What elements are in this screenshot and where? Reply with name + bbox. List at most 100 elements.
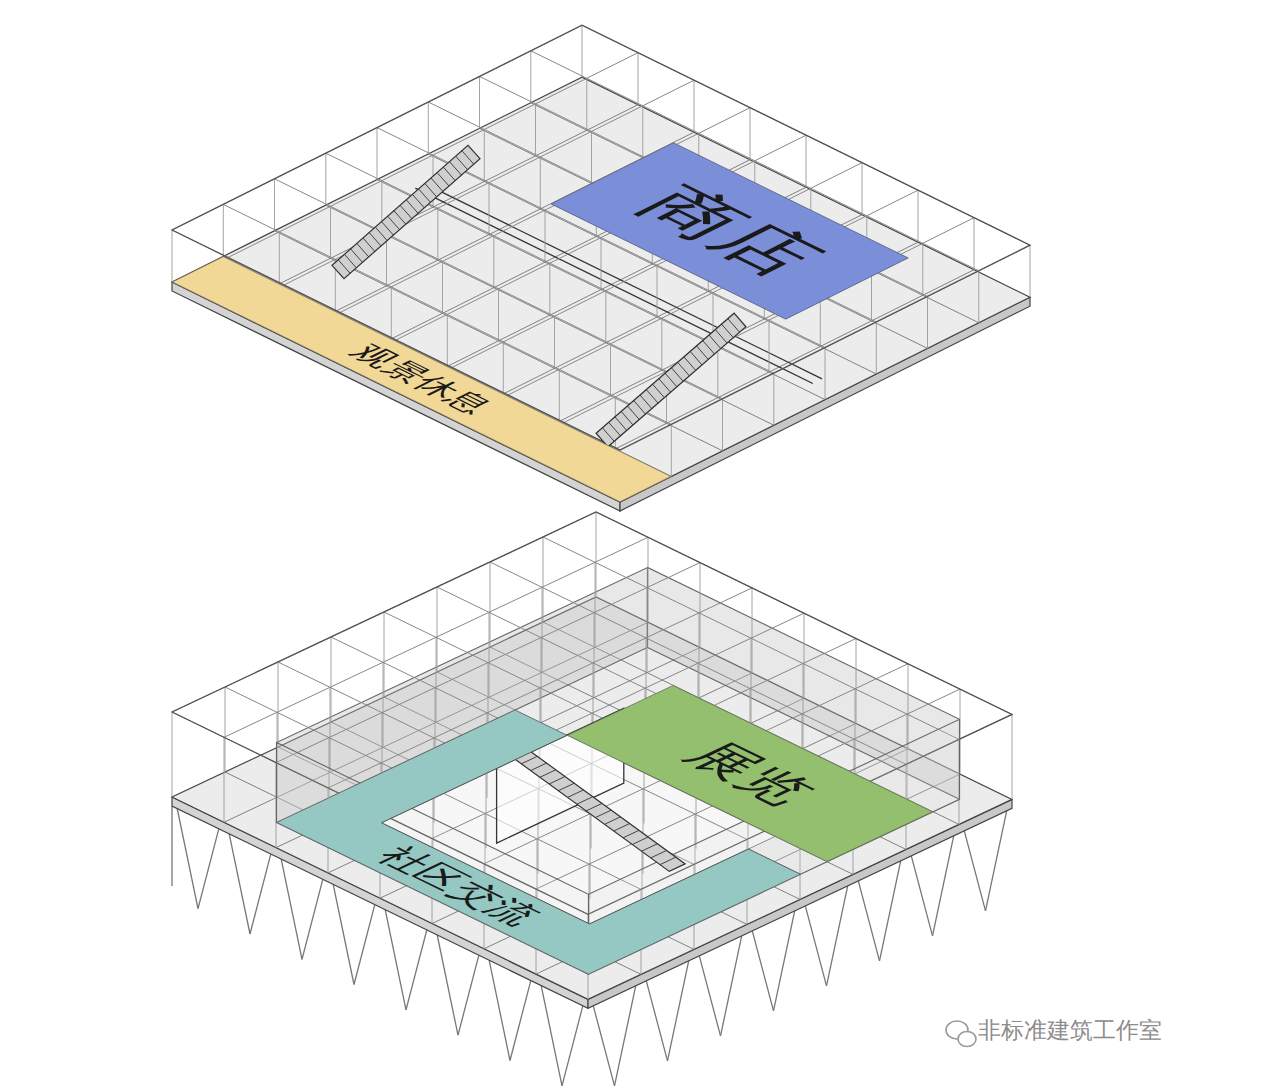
stair-step	[462, 151, 474, 165]
stair-step	[540, 770, 556, 778]
stair-step	[632, 837, 648, 845]
frame-post	[773, 373, 774, 425]
frame-post	[803, 664, 804, 749]
frame-post	[722, 399, 723, 451]
frame-post	[862, 163, 863, 215]
frame-post	[493, 236, 494, 288]
frame-post	[855, 689, 856, 774]
watermark-text: 非标准建筑工作室	[978, 1017, 1162, 1043]
stair-step	[640, 395, 652, 409]
frame-post	[605, 291, 606, 343]
bubble-small	[958, 1032, 976, 1047]
roof-outline	[172, 512, 1012, 914]
shop-zone: 商店	[551, 142, 909, 319]
frame-post	[700, 563, 701, 648]
frame-post	[752, 588, 753, 673]
stair-step	[653, 384, 665, 398]
frame-post	[330, 687, 331, 772]
frame-post	[590, 814, 591, 899]
frame-post	[582, 25, 583, 77]
stair-step	[651, 850, 667, 858]
frame-post	[278, 662, 279, 747]
stair-step	[595, 810, 611, 818]
frame-post	[586, 78, 587, 130]
support-leg	[986, 811, 1007, 911]
stair	[596, 313, 746, 447]
stair-step	[351, 249, 363, 263]
frame-post	[643, 789, 644, 874]
frame-post	[542, 587, 543, 672]
frame-post	[596, 512, 597, 597]
frame-post	[804, 613, 805, 698]
stair-step	[406, 200, 418, 214]
stair-step	[586, 803, 602, 811]
stair-step	[665, 373, 677, 387]
frame-post	[331, 637, 332, 722]
frame-post	[428, 102, 429, 154]
frame-post	[442, 261, 443, 313]
stair-step	[443, 167, 455, 181]
frame-post	[437, 208, 438, 260]
support-leg	[354, 905, 375, 985]
frame-post	[661, 318, 662, 370]
stair-step	[722, 324, 734, 338]
stair-step	[628, 406, 640, 420]
stair-step	[577, 797, 593, 805]
floor-slab	[172, 77, 1030, 502]
frame-post	[274, 179, 275, 231]
stair-step	[437, 173, 449, 187]
frame-post	[591, 131, 592, 183]
frame-post	[503, 342, 504, 394]
frame-post	[610, 344, 611, 396]
frame-post	[486, 763, 487, 848]
stair-step	[450, 162, 462, 176]
frame-post	[642, 106, 643, 158]
frame-post	[647, 588, 648, 673]
frame-post	[225, 687, 226, 772]
support-leg	[437, 935, 458, 1035]
support-leg	[406, 930, 427, 1010]
stair-step	[558, 783, 574, 791]
viewing-rest-zone: 观景休息	[172, 256, 671, 502]
frame-post	[325, 153, 326, 205]
stair-step	[431, 178, 443, 192]
stair-step	[709, 335, 721, 349]
support-leg	[721, 936, 742, 1036]
frame-post	[489, 183, 490, 235]
support-leg	[333, 884, 354, 984]
upper-floor-plane: 商店观景休息	[172, 77, 1030, 502]
stair-step	[382, 222, 394, 236]
stair-step	[363, 238, 375, 252]
frame-post	[540, 157, 541, 209]
frame-post	[172, 712, 173, 797]
frame-post	[530, 51, 531, 103]
frame-post	[601, 238, 602, 290]
stair-step	[671, 368, 683, 382]
stair-step	[531, 763, 547, 771]
stair-step	[703, 341, 715, 355]
stair-step	[623, 830, 639, 838]
support-leg	[177, 809, 198, 909]
stair-step	[660, 857, 676, 865]
frame-post	[559, 369, 560, 421]
watermark: 非标准建筑工作室	[978, 1018, 1162, 1043]
support-leg	[933, 836, 954, 936]
stair-step	[400, 205, 412, 218]
frame-post	[750, 108, 751, 160]
stair-step	[394, 211, 406, 225]
support-leg	[668, 961, 689, 1061]
frame-post	[594, 613, 595, 698]
zone-fill	[277, 710, 828, 974]
support-leg	[964, 831, 985, 911]
stair-step	[684, 357, 696, 371]
frame-post	[549, 263, 550, 315]
support-leg	[805, 906, 826, 986]
support-leg	[198, 829, 219, 909]
stair-step	[338, 260, 350, 274]
stair-step	[728, 319, 740, 333]
frame-post	[554, 316, 555, 368]
support-leg	[646, 981, 667, 1061]
frame-post	[908, 664, 909, 749]
frame-post	[384, 612, 385, 697]
stair-step	[419, 189, 431, 203]
